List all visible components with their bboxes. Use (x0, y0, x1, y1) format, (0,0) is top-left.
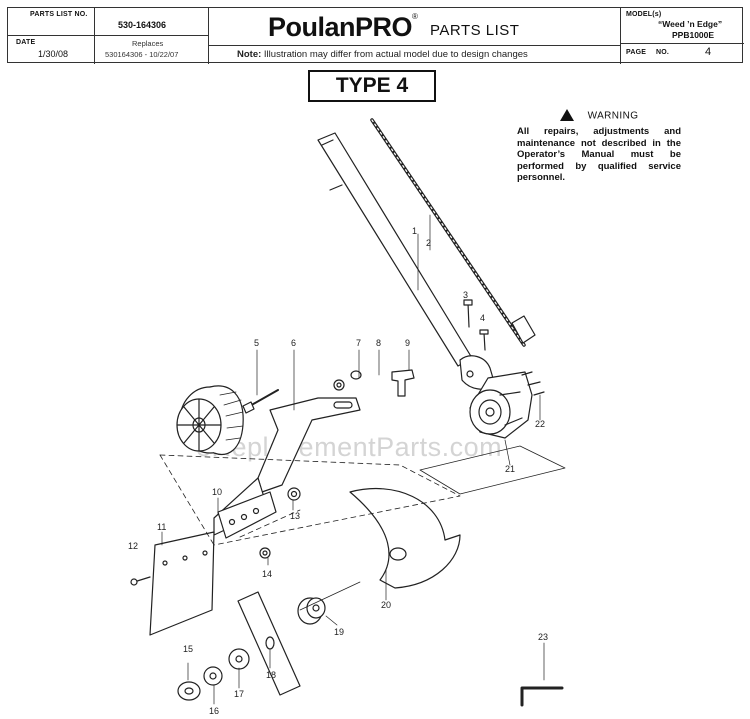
page-label: PAGE (626, 49, 647, 56)
part-1-upper-shaft (317, 132, 473, 367)
part-8-washer (350, 370, 362, 380)
part-14-nut (259, 547, 271, 559)
part-21-gearbox (419, 371, 566, 495)
part-15-nut (177, 681, 201, 701)
callout-19: 19 (334, 627, 345, 637)
page-no-label: NO. (656, 49, 670, 56)
callout-1: 1 (412, 226, 418, 236)
callout-5: 5 (254, 338, 260, 348)
part-19-adapter (297, 597, 326, 625)
callout-3: 3 (463, 290, 469, 300)
date-label: DATE (16, 39, 36, 46)
page-number: 4 (705, 46, 712, 58)
callout-12: 12 (128, 541, 139, 551)
callout-23: 23 (538, 632, 549, 642)
type-label: TYPE 4 (308, 70, 436, 102)
part-22-screws (521, 371, 545, 396)
warning-icon (559, 109, 574, 121)
callout-leader-lines (161, 214, 545, 705)
part-7-nut (333, 379, 345, 391)
model-name: “Weed ’n Edge” (658, 19, 723, 29)
warning-title: WARNING (587, 110, 639, 122)
replaces-label: Replaces (132, 39, 164, 48)
callout-9: 9 (405, 338, 411, 348)
callout-6: 6 (291, 338, 297, 348)
callout-8: 8 (376, 338, 382, 348)
warning-box: WARNING All repairs, adjustments and mai… (517, 109, 681, 184)
brand-name: PoulanPRO (268, 12, 413, 42)
callout-14: 14 (262, 569, 273, 579)
brand-logo: PoulanPRO® (268, 12, 418, 43)
part-23-wrench (520, 686, 564, 707)
callout-2: 2 (426, 238, 432, 248)
part-12-screw (130, 576, 151, 586)
part-3-screw (463, 299, 473, 328)
callout-22: 22 (535, 419, 546, 429)
header-table: PARTS LIST NO. 530-164306 DATE 1/30/08 R… (7, 7, 744, 64)
warning-text: All repairs, adjustments and maintenance… (517, 126, 681, 184)
parts-list-no: 530-164306 (118, 20, 167, 30)
model-number: PPB1000E (672, 30, 715, 40)
watermark: eReplacementParts.com (196, 432, 503, 462)
wheel (176, 385, 244, 455)
part-10-bracket (217, 491, 277, 539)
callout-21: 21 (505, 464, 516, 474)
part-5-bolt (242, 389, 279, 414)
note-label: Note: (237, 49, 262, 60)
callout-17: 17 (234, 689, 245, 699)
callout-10: 10 (212, 487, 223, 497)
design-change-note: Note: Illustration may differ from actua… (237, 49, 528, 60)
callout-7: 7 (356, 338, 362, 348)
part-4-screw (479, 329, 489, 351)
parts-list-no-label: PARTS LIST NO. (30, 11, 88, 18)
part-11-guard-plate (149, 531, 215, 636)
callout-13: 13 (290, 511, 301, 521)
part-20-blade-shield (349, 488, 461, 589)
part-16-washer (203, 666, 223, 686)
note-text: Illustration may differ from actual mode… (263, 49, 528, 60)
callout-20: 20 (381, 600, 392, 610)
parts-list-title: PARTS LIST (430, 22, 520, 39)
assembly-dashed-lines (159, 454, 461, 546)
date-value: 1/30/08 (38, 49, 69, 59)
part-18-blade (237, 591, 301, 696)
callout-15: 15 (183, 644, 194, 654)
part-9-knob (391, 369, 415, 397)
part-2-drive-cable (370, 118, 536, 347)
part-17-washer (228, 648, 250, 670)
model-label: MODEL(s) (626, 11, 662, 18)
brand-registered-mark: ® (412, 12, 418, 21)
callout-11: 11 (157, 522, 167, 532)
callout-4: 4 (480, 313, 486, 323)
replaces-value: 530164306 - 10/22/07 (105, 50, 179, 59)
callout-16: 16 (209, 706, 220, 716)
part-13-washer (287, 487, 301, 501)
callout-18: 18 (266, 670, 277, 680)
